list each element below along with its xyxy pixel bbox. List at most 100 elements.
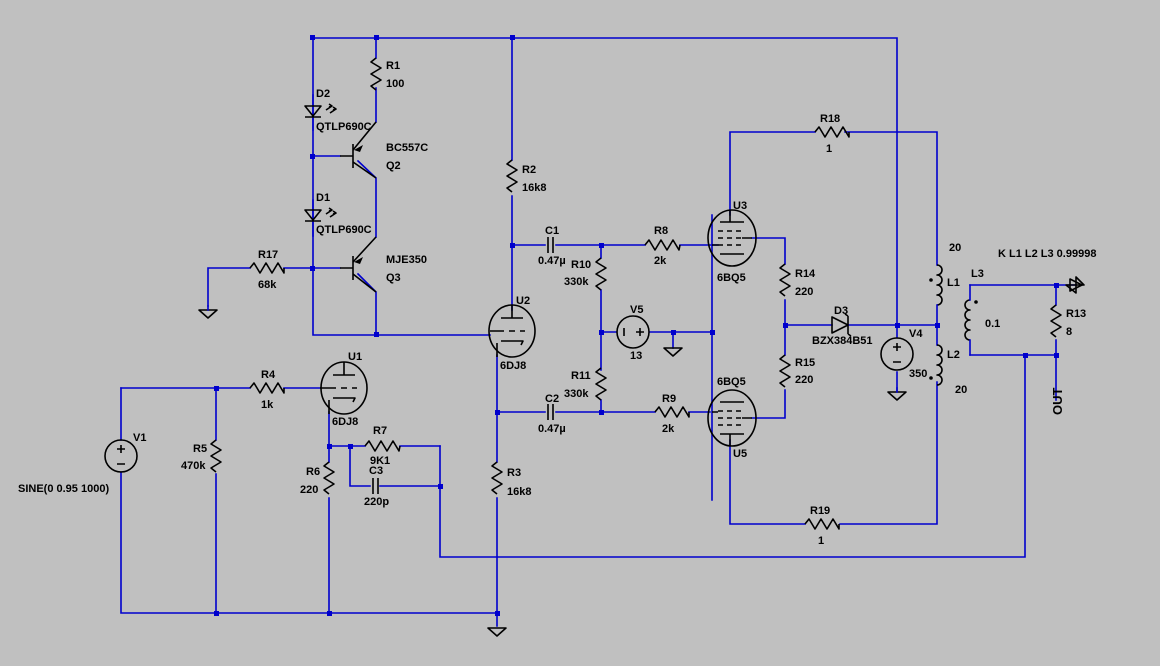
v5-label: V5 bbox=[630, 304, 643, 316]
l1-value: 20 bbox=[949, 242, 961, 254]
r19-label: R19 bbox=[810, 505, 830, 517]
r18-value: 1 bbox=[826, 143, 832, 155]
r7-resistor bbox=[364, 440, 401, 452]
l2-value: 20 bbox=[955, 384, 967, 396]
c1-value: 0.47µ bbox=[538, 255, 566, 267]
c3-label: C3 bbox=[369, 465, 383, 477]
r15-resistor bbox=[779, 354, 791, 388]
labels: R1 100 D2 QTLP690C BC557C Q2 D1 QTLP690C… bbox=[18, 60, 1096, 547]
c3-capacitor bbox=[372, 478, 379, 494]
d3-part: BZX384B51 bbox=[812, 335, 873, 347]
r11-resistor bbox=[595, 367, 607, 401]
r8-resistor bbox=[644, 239, 681, 251]
r3-value: 16k8 bbox=[507, 486, 531, 498]
u2-label: U2 bbox=[516, 295, 530, 307]
r9-value: 2k bbox=[662, 423, 675, 435]
q3-part: MJE350 bbox=[386, 254, 427, 266]
v1-label: V1 bbox=[133, 432, 146, 444]
ground-icon bbox=[663, 347, 683, 357]
transistors bbox=[340, 121, 377, 293]
ground-icon bbox=[887, 391, 907, 401]
d1-part: QTLP690C bbox=[316, 224, 372, 236]
q3-transistor bbox=[340, 236, 377, 293]
q2-label: Q2 bbox=[386, 160, 401, 172]
r19-resistor bbox=[804, 518, 840, 530]
r6-label: R6 bbox=[306, 466, 320, 478]
r1-label: R1 bbox=[386, 60, 400, 72]
tubes bbox=[320, 209, 757, 447]
d3-zener bbox=[831, 313, 852, 337]
u2-part: 6DJ8 bbox=[500, 360, 526, 372]
u3-pentode bbox=[707, 209, 757, 267]
ground-icon bbox=[198, 309, 218, 319]
c2-label: C2 bbox=[545, 393, 559, 405]
r2-resistor bbox=[506, 159, 518, 193]
v4-source bbox=[880, 337, 914, 371]
capacitors bbox=[372, 237, 554, 494]
l3-label: L3 bbox=[971, 268, 984, 280]
r4-value: 1k bbox=[261, 399, 274, 411]
d2-led bbox=[304, 94, 337, 131]
r17-value: 68k bbox=[258, 279, 277, 291]
resistors bbox=[210, 57, 1062, 530]
v5-value: 13 bbox=[630, 350, 642, 362]
u1-triode bbox=[320, 361, 368, 415]
u5-label: U5 bbox=[733, 448, 747, 460]
r2-label: R2 bbox=[522, 164, 536, 176]
r14-label: R14 bbox=[795, 268, 816, 280]
v5-source bbox=[616, 315, 650, 349]
ground-icon bbox=[487, 627, 507, 637]
r3-label: R3 bbox=[507, 467, 521, 479]
l1-label: L1 bbox=[947, 277, 960, 289]
d1-label: D1 bbox=[316, 192, 330, 204]
c2-value: 0.47µ bbox=[538, 423, 566, 435]
l1-inductor bbox=[936, 264, 943, 306]
r9-resistor bbox=[654, 406, 690, 418]
r10-label: R10 bbox=[571, 259, 591, 271]
r13-value: 8 bbox=[1066, 326, 1072, 338]
r11-value: 330k bbox=[564, 388, 589, 400]
wires bbox=[120, 37, 1077, 627]
r1-resistor bbox=[370, 57, 382, 91]
diodes bbox=[304, 94, 852, 337]
r4-label: R4 bbox=[261, 369, 276, 381]
r11-label: R11 bbox=[571, 370, 591, 382]
d3-label: D3 bbox=[834, 305, 848, 317]
r4-resistor bbox=[249, 382, 285, 394]
inductors bbox=[929, 264, 978, 386]
c2-capacitor bbox=[547, 404, 554, 420]
r14-resistor bbox=[779, 263, 791, 297]
u5-part: 6BQ5 bbox=[717, 376, 746, 388]
l3-value: 0.1 bbox=[985, 318, 1000, 330]
u3-part: 6BQ5 bbox=[717, 272, 746, 284]
v1-source bbox=[104, 439, 138, 473]
r17-label: R17 bbox=[258, 249, 278, 261]
r13-label: R13 bbox=[1066, 308, 1086, 320]
v4-value: 350 bbox=[909, 368, 927, 380]
q2-part: BC557C bbox=[386, 142, 428, 154]
r18-label: R18 bbox=[820, 113, 840, 125]
r15-value: 220 bbox=[795, 374, 813, 386]
u1-label: U1 bbox=[348, 351, 362, 363]
r8-label: R8 bbox=[654, 225, 668, 237]
r18-resistor bbox=[814, 126, 850, 138]
r13-resistor bbox=[1050, 304, 1062, 338]
r5-value: 470k bbox=[181, 460, 206, 472]
q2-transistor bbox=[340, 121, 377, 179]
r10-value: 330k bbox=[564, 276, 589, 288]
r10-resistor bbox=[595, 257, 607, 291]
r5-resistor bbox=[210, 439, 222, 473]
u5-pentode bbox=[707, 389, 757, 447]
d2-label: D2 bbox=[316, 88, 330, 100]
r19-value: 1 bbox=[818, 535, 824, 547]
r15-label: R15 bbox=[795, 357, 815, 369]
out-label: OUT bbox=[1050, 388, 1065, 416]
d2-part: QTLP690C bbox=[316, 121, 372, 133]
output-port-icon bbox=[1069, 278, 1083, 292]
r6-resistor bbox=[323, 461, 335, 495]
l3-inductor bbox=[964, 299, 971, 341]
u3-label: U3 bbox=[733, 200, 747, 212]
l2-inductor bbox=[936, 344, 943, 386]
c1-label: C1 bbox=[545, 225, 559, 237]
